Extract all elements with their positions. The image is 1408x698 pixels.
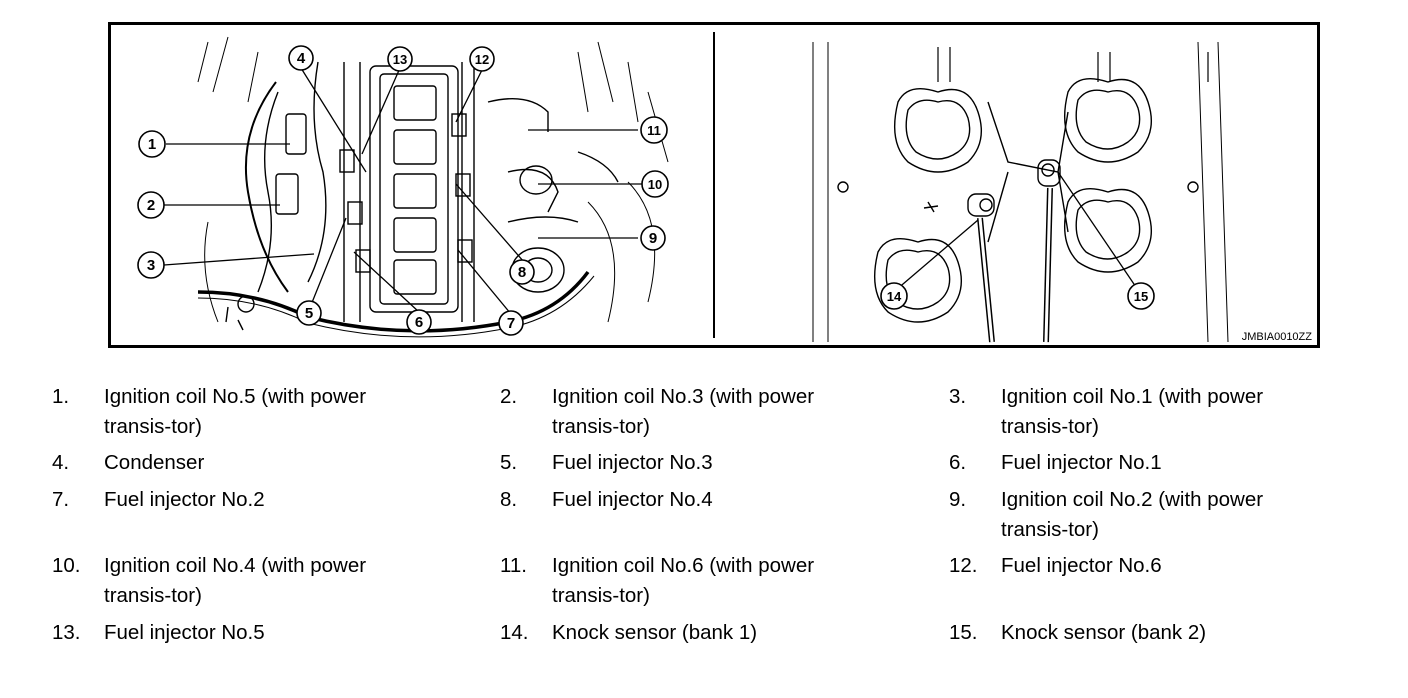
legend-number: 12. (949, 554, 978, 577)
legend-number: 10. (52, 554, 81, 577)
callout-9: 9 (640, 225, 666, 251)
legend-number: 9. (949, 488, 967, 511)
legend-text: Fuel injector No.5 (104, 621, 265, 644)
callout-5-label: 5 (305, 305, 313, 322)
callout-1-label: 1 (148, 136, 156, 153)
callout-11-label: 11 (647, 123, 661, 138)
legend-text: Ignition coil No.2 (with power transis-t… (1001, 488, 1264, 541)
callout-12-label: 12 (475, 52, 489, 67)
callout-4: 4 (288, 45, 314, 71)
callout-2: 2 (137, 191, 165, 219)
callout-8: 8 (509, 259, 535, 285)
legend-number: 6. (949, 451, 967, 474)
component-location-figure: 1 2 3 4 5 6 7 8 9 10 11 12 13 (108, 22, 1320, 348)
right-callouts: 14 15 (880, 282, 1155, 310)
callout-12: 12 (469, 46, 495, 72)
legend-text: Ignition coil No.5 (with power transis-t… (104, 385, 367, 438)
callout-13: 13 (387, 46, 413, 72)
callout-15: 15 (1127, 282, 1155, 310)
callout-11: 11 (640, 116, 668, 144)
callout-7-label: 7 (507, 315, 515, 332)
legend-number: 13. (52, 621, 81, 644)
callout-6-label: 6 (415, 314, 423, 331)
legend-number: 14. (500, 621, 529, 644)
callout-15-label: 15 (1134, 289, 1148, 304)
left-callouts: 1 2 3 4 5 6 7 8 9 10 11 12 13 (137, 45, 669, 336)
legend-number: 15. (949, 621, 978, 644)
right-engine-illustration (812, 41, 1229, 343)
legend: 1. Ignition coil No.5 (with power transi… (0, 382, 1408, 682)
callout-3: 3 (137, 251, 165, 279)
legend-text: Fuel injector No.4 (552, 488, 713, 511)
legend-text: Fuel injector No.1 (1001, 451, 1162, 474)
legend-number: 2. (500, 385, 518, 408)
callout-2-label: 2 (147, 197, 155, 214)
legend-number: 8. (500, 488, 518, 511)
legend-number: 4. (52, 451, 70, 474)
callout-8-label: 8 (518, 264, 526, 281)
callout-14: 14 (880, 282, 908, 310)
legend-text: Ignition coil No.6 (with power transis-t… (552, 554, 815, 607)
legend-number: 11. (500, 554, 527, 577)
right-leader-lines (895, 171, 1139, 291)
legend-number: 1. (52, 385, 70, 408)
legend-text: Ignition coil No.3 (with power transis-t… (552, 385, 815, 438)
callout-4-label: 4 (297, 50, 306, 67)
legend-number: 5. (500, 451, 518, 474)
callout-3-label: 3 (147, 257, 155, 274)
legend-number: 3. (949, 385, 967, 408)
legend-number: 7. (52, 488, 70, 511)
callout-13-label: 13 (393, 52, 407, 67)
callout-1: 1 (138, 130, 166, 158)
legend-text: Fuel injector No.2 (104, 488, 265, 511)
callout-5: 5 (296, 300, 322, 326)
callout-9-label: 9 (649, 230, 657, 247)
legend-text: Condenser (104, 451, 205, 474)
legend-text: Fuel injector No.6 (1001, 554, 1162, 577)
legend-text: Ignition coil No.4 (with power transis-t… (104, 554, 367, 607)
legend-text: Knock sensor (bank 2) (1001, 621, 1207, 644)
callout-14-label: 14 (887, 289, 902, 304)
callout-7: 7 (498, 310, 524, 336)
left-leader-lines (163, 67, 643, 315)
left-engine-illustration (197, 36, 669, 338)
callout-6: 6 (406, 309, 432, 335)
figure-code: JMBIA0010ZZ (1242, 331, 1313, 343)
legend-text: Ignition coil No.1 (with power transis-t… (1001, 385, 1264, 438)
callout-10: 10 (641, 170, 669, 198)
legend-text: Fuel injector No.3 (552, 451, 713, 474)
callout-10-label: 10 (648, 177, 662, 192)
legend-text: Knock sensor (bank 1) (552, 621, 758, 644)
